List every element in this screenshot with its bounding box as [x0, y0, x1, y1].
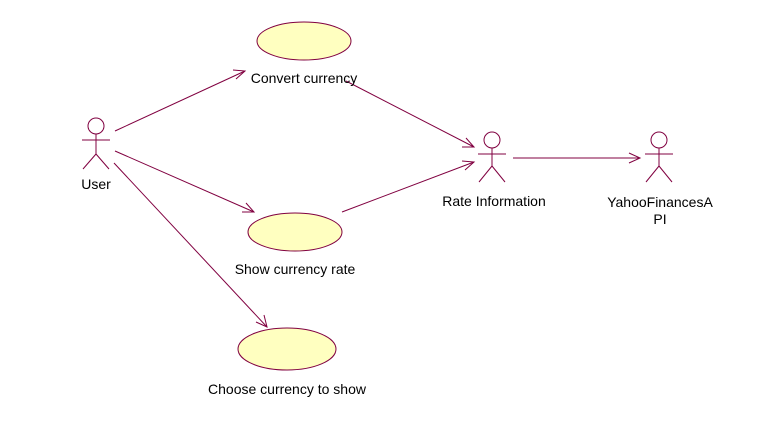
association-user-show-currency-rate[interactable]: [114, 150, 256, 213]
use-case-convert-currency-ellipse[interactable]: [256, 21, 352, 61]
actor-rate-information-stick-figure-icon[interactable]: [478, 131, 506, 183]
use-case-choose-currency-label: Choose currency to show: [208, 381, 367, 397]
association-user-convert-currency[interactable]: [114, 69, 247, 132]
actor-yahoo-finances-api-label-line2: PI: [653, 211, 666, 227]
association-rate-information-yahoo-finances-api[interactable]: [513, 152, 642, 164]
actor-rate-information-label: Rate Information: [442, 193, 546, 209]
use-case-show-currency-rate-label: Show currency rate: [235, 261, 356, 277]
actor-user-label: User: [81, 176, 111, 192]
association-user-choose-currency[interactable]: [113, 162, 268, 328]
use-case-choose-currency-ellipse[interactable]: [237, 327, 337, 371]
association-show-currency-rate-rate-information[interactable]: [341, 160, 476, 213]
actor-user-stick-figure-icon[interactable]: [82, 117, 110, 170]
use-case-show-currency-rate-ellipse[interactable]: [247, 212, 343, 252]
association-convert-currency-rate-information[interactable]: [345, 80, 476, 148]
actor-yahoo-finances-api-label-line1: YahooFinancesA: [607, 194, 713, 210]
use-case-convert-currency-label: Convert currency: [251, 70, 358, 86]
actor-yahoo-finances-api-stick-figure-icon[interactable]: [645, 131, 673, 183]
